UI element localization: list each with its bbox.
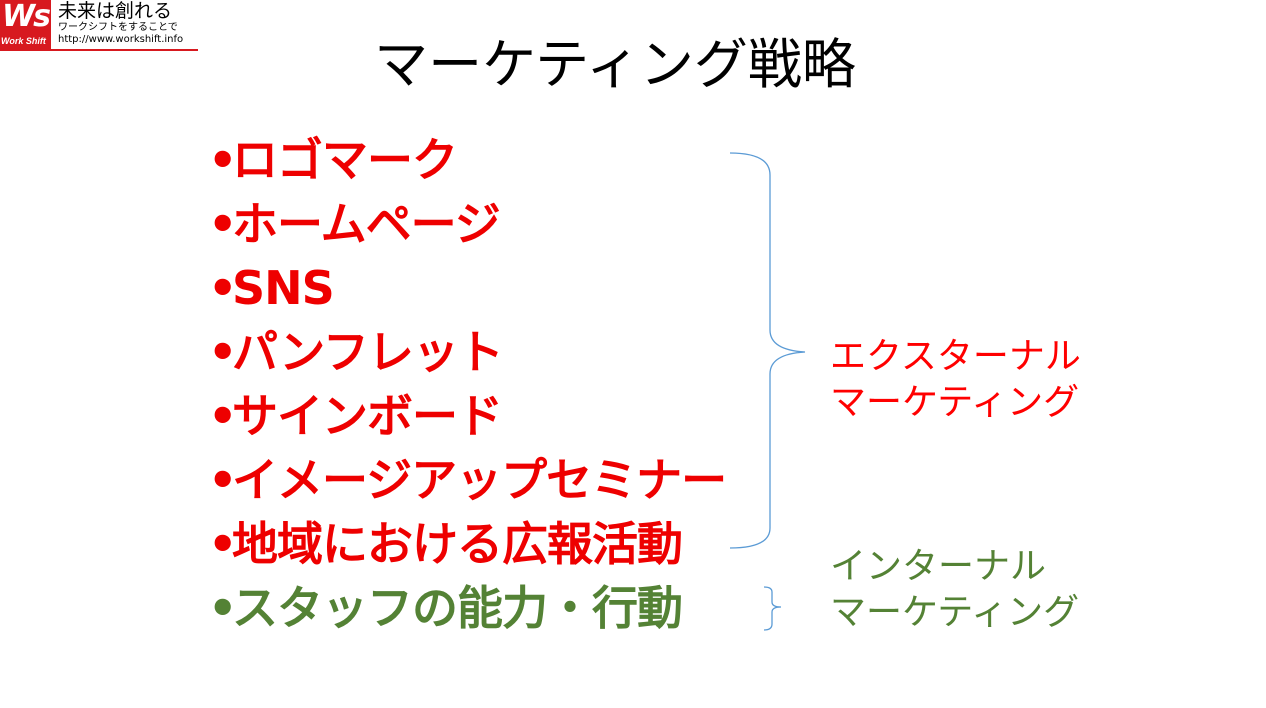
internal-label-line2: マーケティング — [830, 592, 1080, 633]
external-label-line1: エクスターナル — [830, 336, 1081, 377]
list-item-text: イメージアップセミナー — [232, 453, 727, 507]
list-item-logomark: •ロゴマーク — [208, 128, 726, 192]
list-item-seminar: •イメージアップセミナー — [208, 448, 727, 512]
external-brace — [729, 152, 806, 549]
list-item-text: ロゴマーク — [232, 133, 458, 187]
list-item-text: パンフレット — [232, 325, 504, 379]
bullet-dot: • — [208, 453, 237, 507]
bullet-dot: • — [208, 133, 237, 187]
page-title: マーケティング戦略 — [374, 33, 856, 96]
logo-mark-letters: Ws — [2, 0, 51, 34]
bullet-dot: • — [208, 389, 237, 443]
logo-tagline: ワークシフトをすることで — [58, 22, 178, 33]
bullet-dot: • — [208, 197, 237, 251]
list-item-staff: •スタッフの能力・行動 — [208, 576, 726, 640]
list-item-text: SNS — [232, 261, 335, 315]
list-item-text: ホームページ — [232, 197, 501, 251]
external-marketing-label: エクスターナル マーケティング — [830, 334, 1081, 426]
bullet-dot: • — [208, 261, 237, 315]
logo-title: 未来は創れる — [58, 0, 173, 22]
bullet-dot: • — [208, 517, 237, 571]
logo-mark-subtext: Work Shift — [1, 36, 46, 46]
list-item-text: サインボード — [232, 389, 503, 443]
logo-url: http://www.workshift.info — [58, 34, 184, 45]
internal-label-line1: インターナル — [830, 546, 1047, 587]
bullet-dot: • — [208, 325, 237, 379]
logo-underline — [0, 49, 198, 51]
list-item-text: スタッフの能力・行動 — [232, 581, 683, 635]
internal-brace — [763, 586, 782, 631]
list-item-pamphlet: •パンフレット — [208, 320, 726, 384]
internal-marketing-label: インターナル マーケティング — [830, 544, 1079, 636]
external-label-line2: マーケティング — [830, 382, 1080, 423]
logo-text-block: 未来は創れる ワークシフトをすることで http://www.workshift… — [58, 0, 183, 46]
marketing-item-list: •ロゴマーク •ホームページ •SNS •パンフレット •サインボード •イメー… — [208, 128, 727, 640]
logo-mark: Ws Work Shift — [0, 0, 51, 49]
list-item-signboard: •サインボード — [208, 384, 726, 448]
list-item-homepage: •ホームページ — [208, 192, 726, 256]
list-item-sns: •SNS — [208, 256, 726, 320]
list-item-text: 地域における広報活動 — [232, 517, 683, 571]
bullet-dot: • — [208, 581, 237, 635]
workshift-logo[interactable]: Ws Work Shift 未来は創れる ワークシフトをすることで http:/… — [0, 0, 198, 51]
list-item-local-pr: •地域における広報活動 — [208, 512, 726, 576]
